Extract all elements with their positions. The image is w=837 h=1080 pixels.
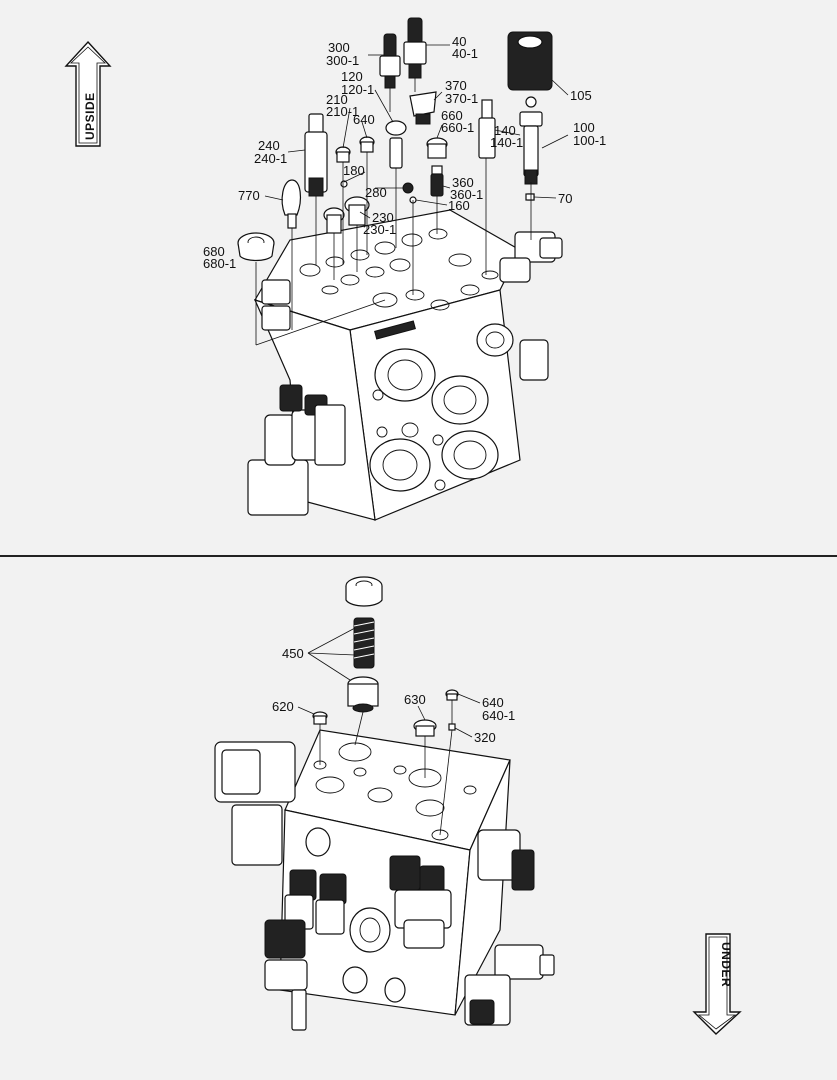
top-callouts: 300 300-1 40 40-1 120 120-1 210 210-1 64… — [203, 34, 606, 271]
callout-210-1: 210-1 — [326, 104, 359, 119]
plug-450-cap — [345, 576, 383, 607]
callout-230: 230 — [372, 210, 394, 225]
callout-300-1: 300-1 — [326, 53, 359, 68]
plug-630 — [413, 719, 437, 737]
bottom-valve-block — [214, 729, 555, 1031]
callout-370-1: 370-1 — [445, 91, 478, 106]
callout-40-1: 40-1 — [452, 46, 478, 61]
plug-680 — [237, 232, 275, 262]
callout-105: 105 — [570, 88, 592, 103]
callout-370: 370 — [445, 78, 467, 93]
under-arrow-icon — [692, 933, 742, 1035]
callout-640-top: 640 — [353, 112, 375, 127]
callout-620: 620 — [272, 699, 294, 714]
plug-230 — [323, 196, 370, 234]
callout-160: 160 — [448, 198, 470, 213]
callout-100: 100 — [573, 120, 595, 135]
bottom-exploded-parts — [297, 576, 481, 836]
spring-450 — [353, 617, 375, 669]
callout-100-1: 100-1 — [573, 133, 606, 148]
plug-210 — [335, 146, 351, 163]
cartridge-300 — [379, 33, 401, 89]
callout-660-1: 660-1 — [441, 120, 474, 135]
callout-770: 770 — [238, 188, 260, 203]
callout-640-bottom: 640 — [482, 695, 504, 710]
plug-620 — [312, 711, 328, 725]
callout-450: 450 — [282, 646, 304, 661]
cartridge-360 — [430, 165, 444, 197]
callout-240: 240 — [258, 138, 280, 153]
callout-180: 180 — [343, 163, 365, 178]
callout-360-1: 360-1 — [450, 187, 483, 202]
callout-640-1-bottom: 640-1 — [482, 708, 515, 723]
callout-140-1: 140-1 — [490, 135, 523, 150]
under-label: UNDER — [719, 942, 733, 987]
callout-320: 320 — [474, 730, 496, 745]
callout-70: 70 — [558, 191, 572, 206]
plug-370 — [409, 91, 437, 125]
callout-280: 280 — [365, 185, 387, 200]
solenoid-coil-105 — [507, 31, 553, 108]
eyebolt-770 — [281, 179, 302, 229]
callout-300: 300 — [328, 40, 350, 55]
callout-140: 140 — [494, 123, 516, 138]
callout-360: 360 — [452, 175, 474, 190]
top-valve-block — [247, 209, 563, 521]
spool-450 — [347, 676, 379, 713]
callout-680-1: 680-1 — [203, 256, 236, 271]
callout-230-1: 230-1 — [363, 222, 396, 237]
cartridge-40 — [403, 17, 427, 79]
callout-210: 210 — [326, 92, 348, 107]
cartridge-240 — [304, 113, 328, 197]
upside-label: UPSIDE — [83, 92, 97, 140]
callout-240-1: 240-1 — [254, 151, 287, 166]
plug-640-top — [359, 136, 375, 153]
callout-630: 630 — [404, 692, 426, 707]
plug-660 — [426, 137, 448, 159]
top-exploded-parts — [237, 17, 569, 346]
cartridge-140 — [478, 99, 496, 159]
plug-640-bottom — [445, 689, 459, 701]
callout-120-1: 120-1 — [341, 82, 374, 97]
callout-40: 40 — [452, 34, 466, 49]
callout-680: 680 — [203, 244, 225, 259]
bottom-callouts: 450 620 630 640 640-1 320 — [272, 646, 515, 745]
callout-660: 660 — [441, 108, 463, 123]
upside-arrow-icon — [64, 40, 112, 147]
callout-120: 120 — [341, 69, 363, 84]
cartridge-120 — [385, 120, 407, 169]
